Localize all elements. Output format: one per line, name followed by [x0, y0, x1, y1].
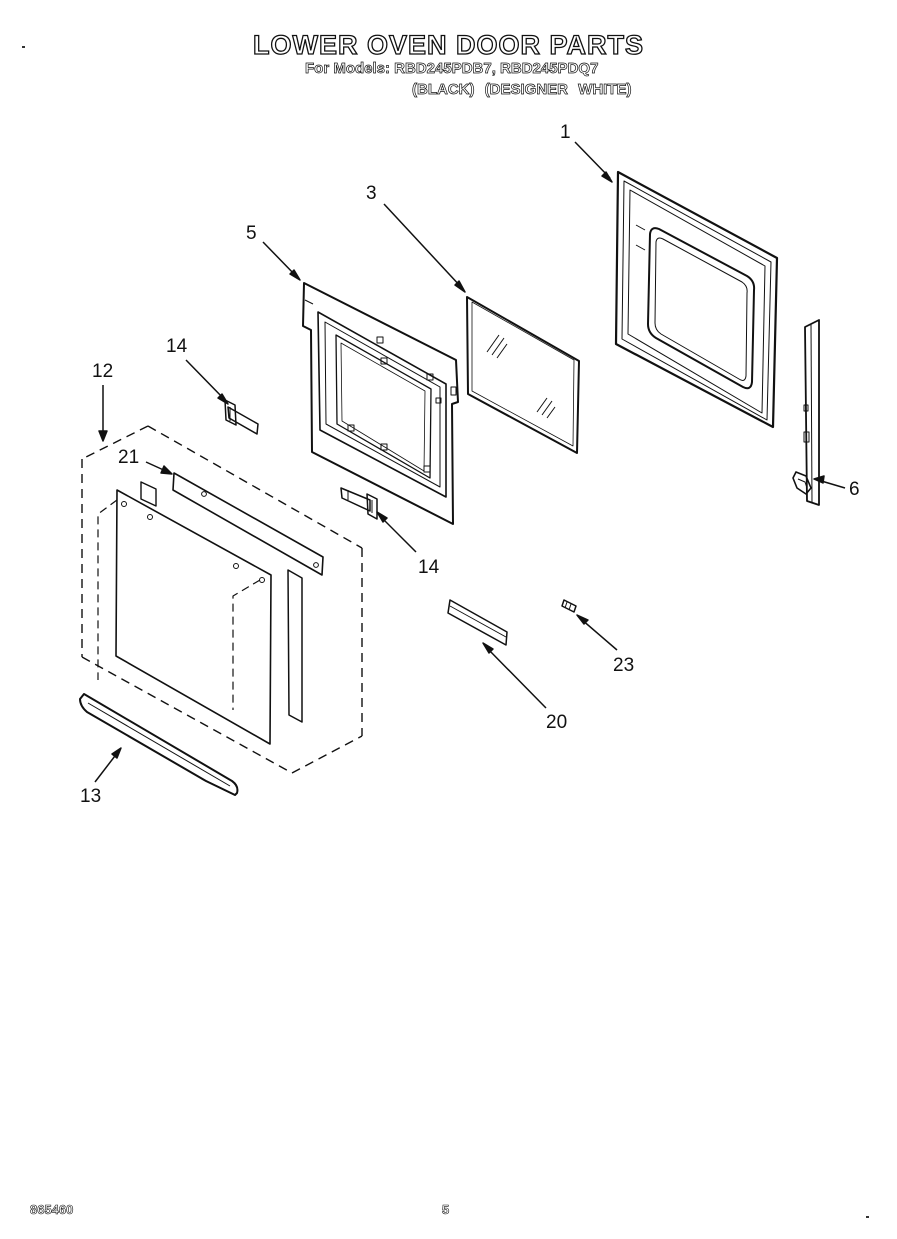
callout-1: 1 [560, 122, 571, 143]
part-6-hinge [792, 319, 820, 506]
callout-5: 5 [246, 223, 257, 244]
models-line: For Models: RBD245PDB7, RBD245PDQ7 [305, 60, 599, 78]
callout-3: 3 [366, 183, 377, 204]
page-number: 5 [442, 1202, 450, 1218]
callout-20: 20 [546, 712, 567, 733]
side-trim-strip [287, 569, 303, 723]
part-12-door-assembly-outline [81, 425, 363, 774]
part-14-lower-bracket [340, 487, 378, 520]
document-number: 865460 [30, 1202, 74, 1218]
callout-12: 12 [92, 361, 113, 382]
callout-13: 13 [80, 786, 101, 807]
callout-6: 6 [849, 479, 860, 500]
leader-lines [94, 141, 846, 783]
part-5-inner-door-frame [302, 282, 459, 525]
page-title: LOWER OVEN DOOR PARTS [252, 29, 644, 60]
vent-clip [140, 481, 157, 507]
scan-speck [866, 1216, 869, 1218]
colors-line: (BLACK) (DESIGNER WHITE) [412, 81, 632, 99]
callout-14-lower: 14 [418, 557, 440, 578]
part-20-vent-strip [447, 599, 508, 646]
callout-21: 21 [118, 447, 139, 468]
callout-23: 23 [613, 655, 634, 676]
part-21-trim-strip [172, 472, 324, 576]
part-13-door-handle [79, 693, 239, 796]
part-1-outer-door-panel [614, 170, 779, 429]
scan-speck [22, 46, 25, 48]
part-14-upper-bracket [224, 399, 259, 435]
part-3-glass-pane [466, 296, 580, 454]
part-23-clip [561, 599, 577, 613]
door-glass-panel [97, 489, 272, 745]
callout-14-upper: 14 [166, 336, 188, 357]
